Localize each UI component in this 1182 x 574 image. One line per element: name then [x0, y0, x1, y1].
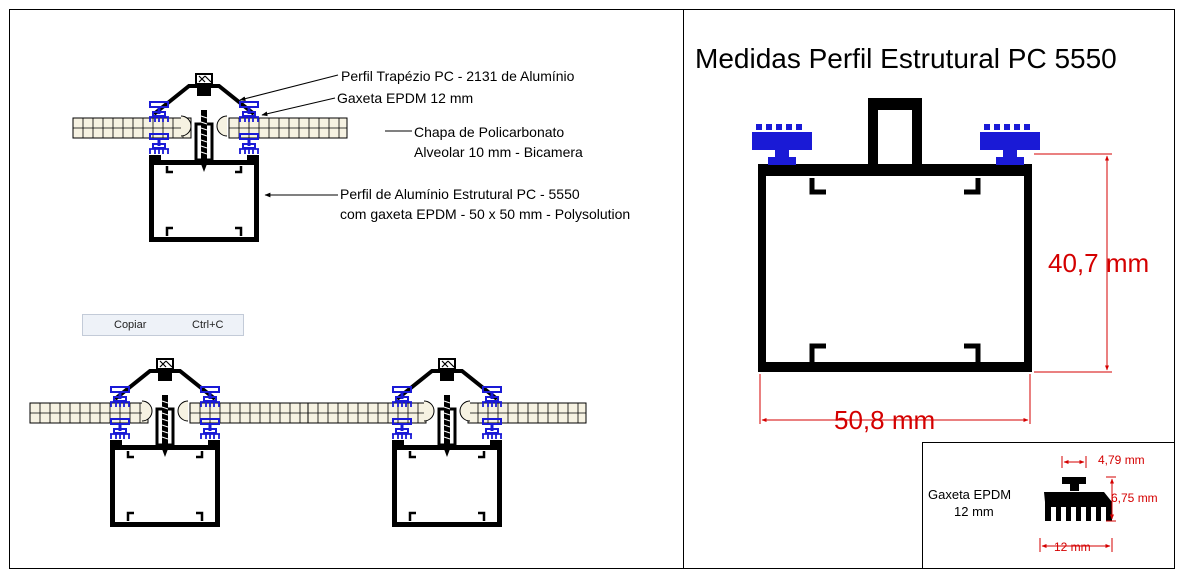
gasket-detail-label-line2: 12 mm — [954, 504, 994, 519]
context-menu-copy-shortcut: Ctrl+C — [192, 319, 224, 331]
gasket-detail-dimensions — [1039, 456, 1116, 552]
detail-single-joint — [72, 74, 348, 242]
callout-gaxeta: Gaxeta EPDM 12 mm — [337, 90, 473, 106]
callout-trapezio: Perfil Trapézio PC - 2131 de Alumínio — [341, 68, 575, 84]
dimensions-title: Medidas Perfil Estrutural PC 5550 — [695, 43, 1117, 74]
gasket-detail-shape — [1044, 477, 1112, 521]
height-dimension-label: 40,7 mm — [1048, 248, 1149, 278]
gasket-left — [752, 124, 812, 165]
context-menu-copy-label: Copiar — [114, 319, 147, 331]
detail-double-joint — [29, 359, 587, 527]
gasket-dim-top: 4,79 mm — [1098, 453, 1145, 467]
height-dimension — [1034, 153, 1112, 373]
callout-chapa-line2: Alveolar 10 mm - Bicamera — [414, 144, 583, 160]
context-menu-copy[interactable]: Copiar Ctrl+C — [82, 314, 244, 336]
callout-perfil-line2: com gaxeta EPDM - 50 x 50 mm - Polysolut… — [340, 206, 630, 222]
gasket-right — [980, 124, 1040, 165]
drawing-frame — [9, 9, 1175, 569]
callout-leaders — [239, 74, 412, 198]
callout-chapa-line1: Chapa de Policarbonato — [414, 124, 564, 140]
gasket-dim-side: 6,75 mm — [1111, 491, 1158, 505]
width-dimension-label: 50,8 mm — [834, 405, 935, 435]
gasket-detail-label-line1: Gaxeta EPDM — [928, 487, 1011, 502]
width-dimension — [759, 374, 1031, 424]
profile-cross-section — [758, 98, 1032, 372]
gasket-dim-bottom: 12 mm — [1054, 540, 1091, 554]
callout-perfil-line1: Perfil de Alumínio Estrutural PC - 5550 — [340, 186, 580, 202]
